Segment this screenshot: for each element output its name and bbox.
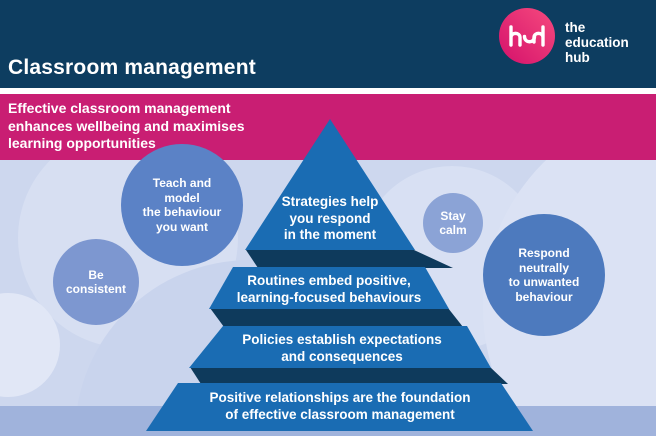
pyramid-label-relationships: Positive relationships are the foundatio… <box>180 389 500 423</box>
bubble-stay-calm: Stay calm <box>423 193 483 253</box>
label-line: Strategies help <box>281 194 379 209</box>
label-line: in the moment <box>283 227 377 242</box>
bubble-line: the behaviour <box>142 205 222 219</box>
bubble-line: Respond <box>518 246 570 260</box>
bubble-text: Stay calm <box>439 209 466 237</box>
bubble-text: Respond neutrally to unwanted behaviour <box>509 246 580 304</box>
bubble-line: to unwanted <box>508 275 580 289</box>
bubble-teach-model: Teach and model the behaviour you want <box>121 144 243 266</box>
label-line: Policies establish expectations <box>242 332 442 347</box>
pyramid-label-policies: Policies establish expectations and cons… <box>232 331 452 365</box>
logo-wordmark: the education hub <box>556 7 629 65</box>
bubble-line: Stay <box>440 209 466 223</box>
bubble-line: neutrally <box>518 260 569 275</box>
bubble-text: Teach and model the behaviour you want <box>143 176 222 234</box>
banner-line: learning opportunities <box>8 135 156 151</box>
bubble-line: Be <box>88 267 104 282</box>
logo-word-line: the <box>565 20 586 35</box>
label-line: and consequences <box>281 349 403 364</box>
pyramid-label-routines: Routines embed positive, learning-focuse… <box>219 272 439 306</box>
banner-line: Effective classroom management <box>8 100 231 116</box>
bubble-be-consistent: Be consistent <box>53 239 139 325</box>
intro-banner-text: Effective classroom management enhances … <box>8 100 245 153</box>
page-title: Classroom management <box>8 56 256 79</box>
logo-word-line: hub <box>565 50 590 65</box>
label-line: of effective classroom management <box>225 407 455 422</box>
education-hub-logo: the education hub <box>498 7 629 65</box>
bubble-line: consistent <box>65 282 126 296</box>
bubble-line: you want <box>155 219 208 234</box>
bubble-line: Teach and <box>152 176 212 190</box>
header: Classroom management the <box>0 0 656 88</box>
label-line: Routines embed positive, <box>247 273 411 288</box>
bubble-line: behaviour <box>515 289 573 304</box>
label-line: you respond <box>289 210 371 226</box>
intro-banner: Effective classroom management enhances … <box>0 94 656 160</box>
label-line: Positive relationships are the foundatio… <box>209 390 471 405</box>
banner-line: enhances wellbeing and maximises <box>8 117 245 134</box>
bubble-text: Be consistent <box>66 268 126 297</box>
hub-logo-icon <box>498 7 556 65</box>
label-line: learning-focused behaviours <box>236 290 422 305</box>
bubble-line: calm <box>439 223 467 237</box>
hub-logo-circle <box>499 8 555 64</box>
bubble-respond-neutrally: Respond neutrally to unwanted behaviour <box>483 214 605 336</box>
logo-word-line: education <box>565 35 629 50</box>
bubble-line: model <box>164 190 200 205</box>
pyramid-label-strategies: Strategies help you respond in the momen… <box>240 194 420 244</box>
